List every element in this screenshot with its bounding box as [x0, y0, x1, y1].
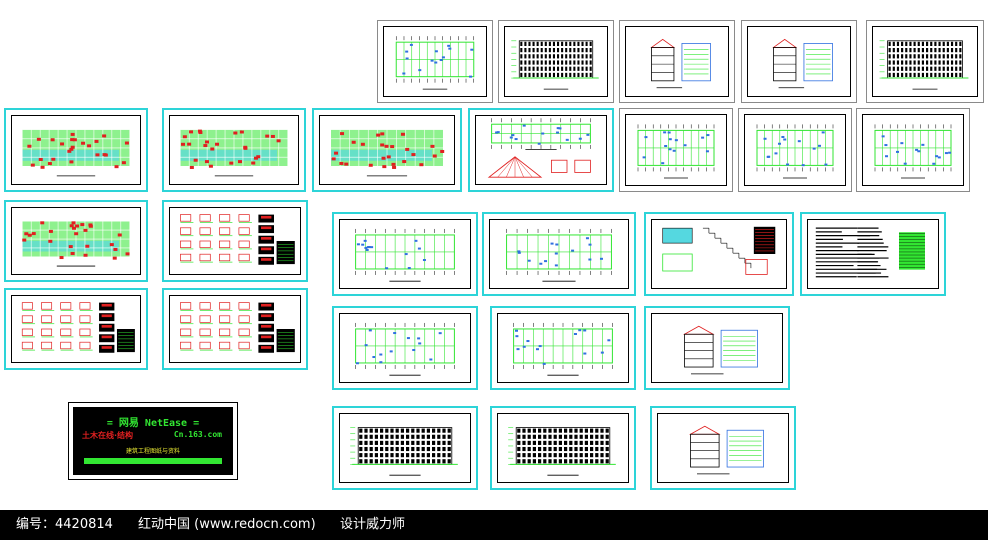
drawing-sheet-floor-plan[interactable]	[332, 212, 478, 296]
cad-thumbnail	[874, 124, 952, 179]
drawing-sheet-structural-plan[interactable]	[162, 108, 306, 192]
sheet-frame	[489, 219, 629, 289]
cad-thumbnail	[355, 228, 455, 282]
cad-thumbnail	[815, 227, 925, 278]
cad-thumbnail	[637, 124, 715, 179]
drawing-canvas: = 网易 NetEase = 土木在线·结构 Cn.163.com 建筑工程图纸…	[4, 20, 984, 490]
logo-title: = 网易 NetEase =	[106, 418, 200, 429]
sheet-frame	[497, 313, 629, 383]
cad-thumbnail	[508, 427, 616, 476]
sheet-frame	[862, 114, 964, 186]
logo-site: Cn.163.com	[173, 430, 222, 439]
cad-thumbnail	[513, 322, 613, 376]
drawing-sheet-floor-plan[interactable]	[738, 108, 852, 192]
cad-thumbnail	[395, 36, 475, 90]
sheet-frame	[497, 413, 629, 483]
sheet-frame	[651, 313, 783, 383]
sheet-frame	[319, 115, 455, 185]
drawing-sheet-detail-sheet[interactable]	[162, 200, 308, 282]
sheet-frame	[747, 26, 851, 97]
drawing-sheet-floor-plan[interactable]	[482, 212, 636, 296]
footer-site: 红动中国 (www.redocn.com)	[138, 517, 316, 532]
sheet-frame	[475, 115, 607, 185]
drawing-sheet-structural-plan[interactable]	[4, 200, 148, 282]
cad-thumbnail	[506, 228, 612, 282]
sheet-frame	[651, 219, 787, 289]
drawing-sheet-stair-detail[interactable]	[644, 212, 794, 296]
sheet-frame	[339, 219, 471, 289]
drawing-sheet-roof-truss[interactable]	[468, 108, 614, 192]
drawing-sheet-elevation[interactable]	[866, 20, 984, 103]
sheet-frame	[339, 413, 471, 483]
cad-thumbnail	[650, 38, 711, 89]
drawing-sheet-detail-sheet[interactable]	[4, 288, 148, 370]
drawing-sheet-floor-plan[interactable]	[332, 306, 478, 390]
cad-thumbnail	[756, 124, 834, 179]
sheet-frame	[11, 295, 141, 363]
sheet-frame	[383, 26, 487, 97]
logo-bar	[84, 458, 222, 464]
cad-thumbnail	[350, 427, 458, 476]
drawing-sheet-section[interactable]	[650, 406, 796, 490]
sheet-frame	[339, 313, 471, 383]
cad-thumbnail	[772, 38, 833, 89]
cad-thumbnail	[355, 322, 455, 376]
sheet-frame	[657, 413, 789, 483]
drawing-sheet-floor-plan[interactable]	[619, 108, 733, 192]
sheet-frame	[744, 114, 846, 186]
sheet-frame	[625, 26, 729, 97]
cad-thumbnail	[487, 118, 591, 178]
footer-id: 编号：4420814	[16, 517, 113, 532]
cad-thumbnail	[180, 302, 295, 353]
sheet-frame	[169, 207, 301, 275]
cad-thumbnail	[21, 129, 131, 177]
drawing-sheet-structural-plan[interactable]	[4, 108, 148, 192]
netease-logo-panel: = 网易 NetEase = 土木在线·结构 Cn.163.com 建筑工程图纸…	[68, 402, 238, 480]
cad-thumbnail	[21, 220, 131, 267]
cad-thumbnail	[688, 425, 764, 475]
cad-thumbnail	[179, 129, 289, 177]
drawing-sheet-floor-plan[interactable]	[490, 306, 636, 390]
sheet-frame	[169, 115, 299, 185]
drawing-sheet-elevation[interactable]	[498, 20, 614, 103]
sheet-frame	[11, 207, 141, 275]
drawing-sheet-floor-plan[interactable]	[377, 20, 493, 103]
drawing-sheet-schedule[interactable]	[800, 212, 946, 296]
drawing-sheet-section[interactable]	[741, 20, 857, 103]
drawing-sheet-detail-sheet[interactable]	[162, 288, 308, 370]
cad-thumbnail	[511, 40, 599, 90]
cad-thumbnail	[879, 40, 969, 90]
sheet-frame	[625, 114, 727, 186]
cad-thumbnail	[21, 302, 135, 353]
cad-thumbnail	[180, 214, 295, 265]
logo-note: 建筑工程图纸与资料	[125, 448, 180, 455]
drawing-sheet-section[interactable]	[644, 306, 790, 390]
cad-thumbnail	[682, 325, 758, 375]
footer-slogan: 设计威力师	[340, 517, 406, 532]
sheet-frame	[807, 219, 939, 289]
cad-thumbnail	[330, 129, 445, 177]
drawing-sheet-structural-plan[interactable]	[312, 108, 462, 192]
sheet-frame	[169, 295, 301, 363]
watermark-footer: 编号：4420814 红动中国 (www.redocn.com) 设计威力师	[0, 510, 988, 540]
drawing-sheet-elevation[interactable]	[490, 406, 636, 490]
sheet-frame	[11, 115, 141, 185]
drawing-sheet-elevation[interactable]	[332, 406, 478, 490]
logo-subtitle: 土木在线·结构	[82, 431, 134, 440]
sheet-frame	[872, 26, 978, 97]
cad-thumbnail	[662, 226, 776, 275]
drawing-sheet-section[interactable]	[619, 20, 735, 103]
sheet-frame	[504, 26, 608, 97]
drawing-sheet-floor-plan[interactable]	[856, 108, 970, 192]
